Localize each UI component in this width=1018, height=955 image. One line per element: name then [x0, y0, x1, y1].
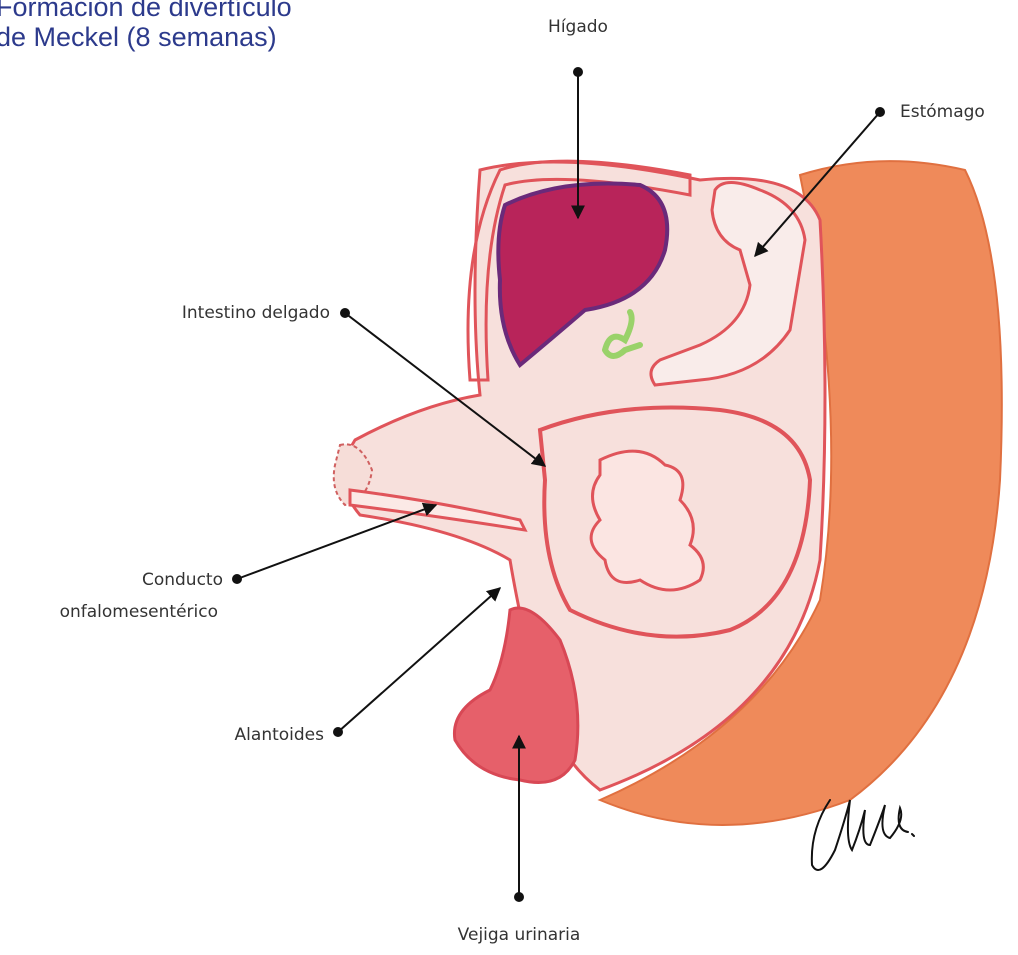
- title-line-2: de Meckel (8 semanas): [0, 22, 277, 52]
- title-line-1: Formación de divertículo: [0, 0, 292, 22]
- pointer-duct: [232, 505, 436, 584]
- label-duct-line2: onfalomesentérico: [60, 602, 218, 622]
- label-bladder: Vejiga urinaria: [458, 925, 581, 945]
- label-allantois: Alantoides: [235, 725, 325, 745]
- label-small-intestine: Intestino delgado: [182, 303, 330, 323]
- artist-signature: [812, 800, 914, 870]
- label-stomach: Estómago: [900, 102, 985, 122]
- diagram-title: Formación de divertículo de Meckel (8 se…: [0, 0, 292, 52]
- label-duct-line1: Conducto: [142, 570, 223, 590]
- label-liver: Hígado: [548, 17, 608, 37]
